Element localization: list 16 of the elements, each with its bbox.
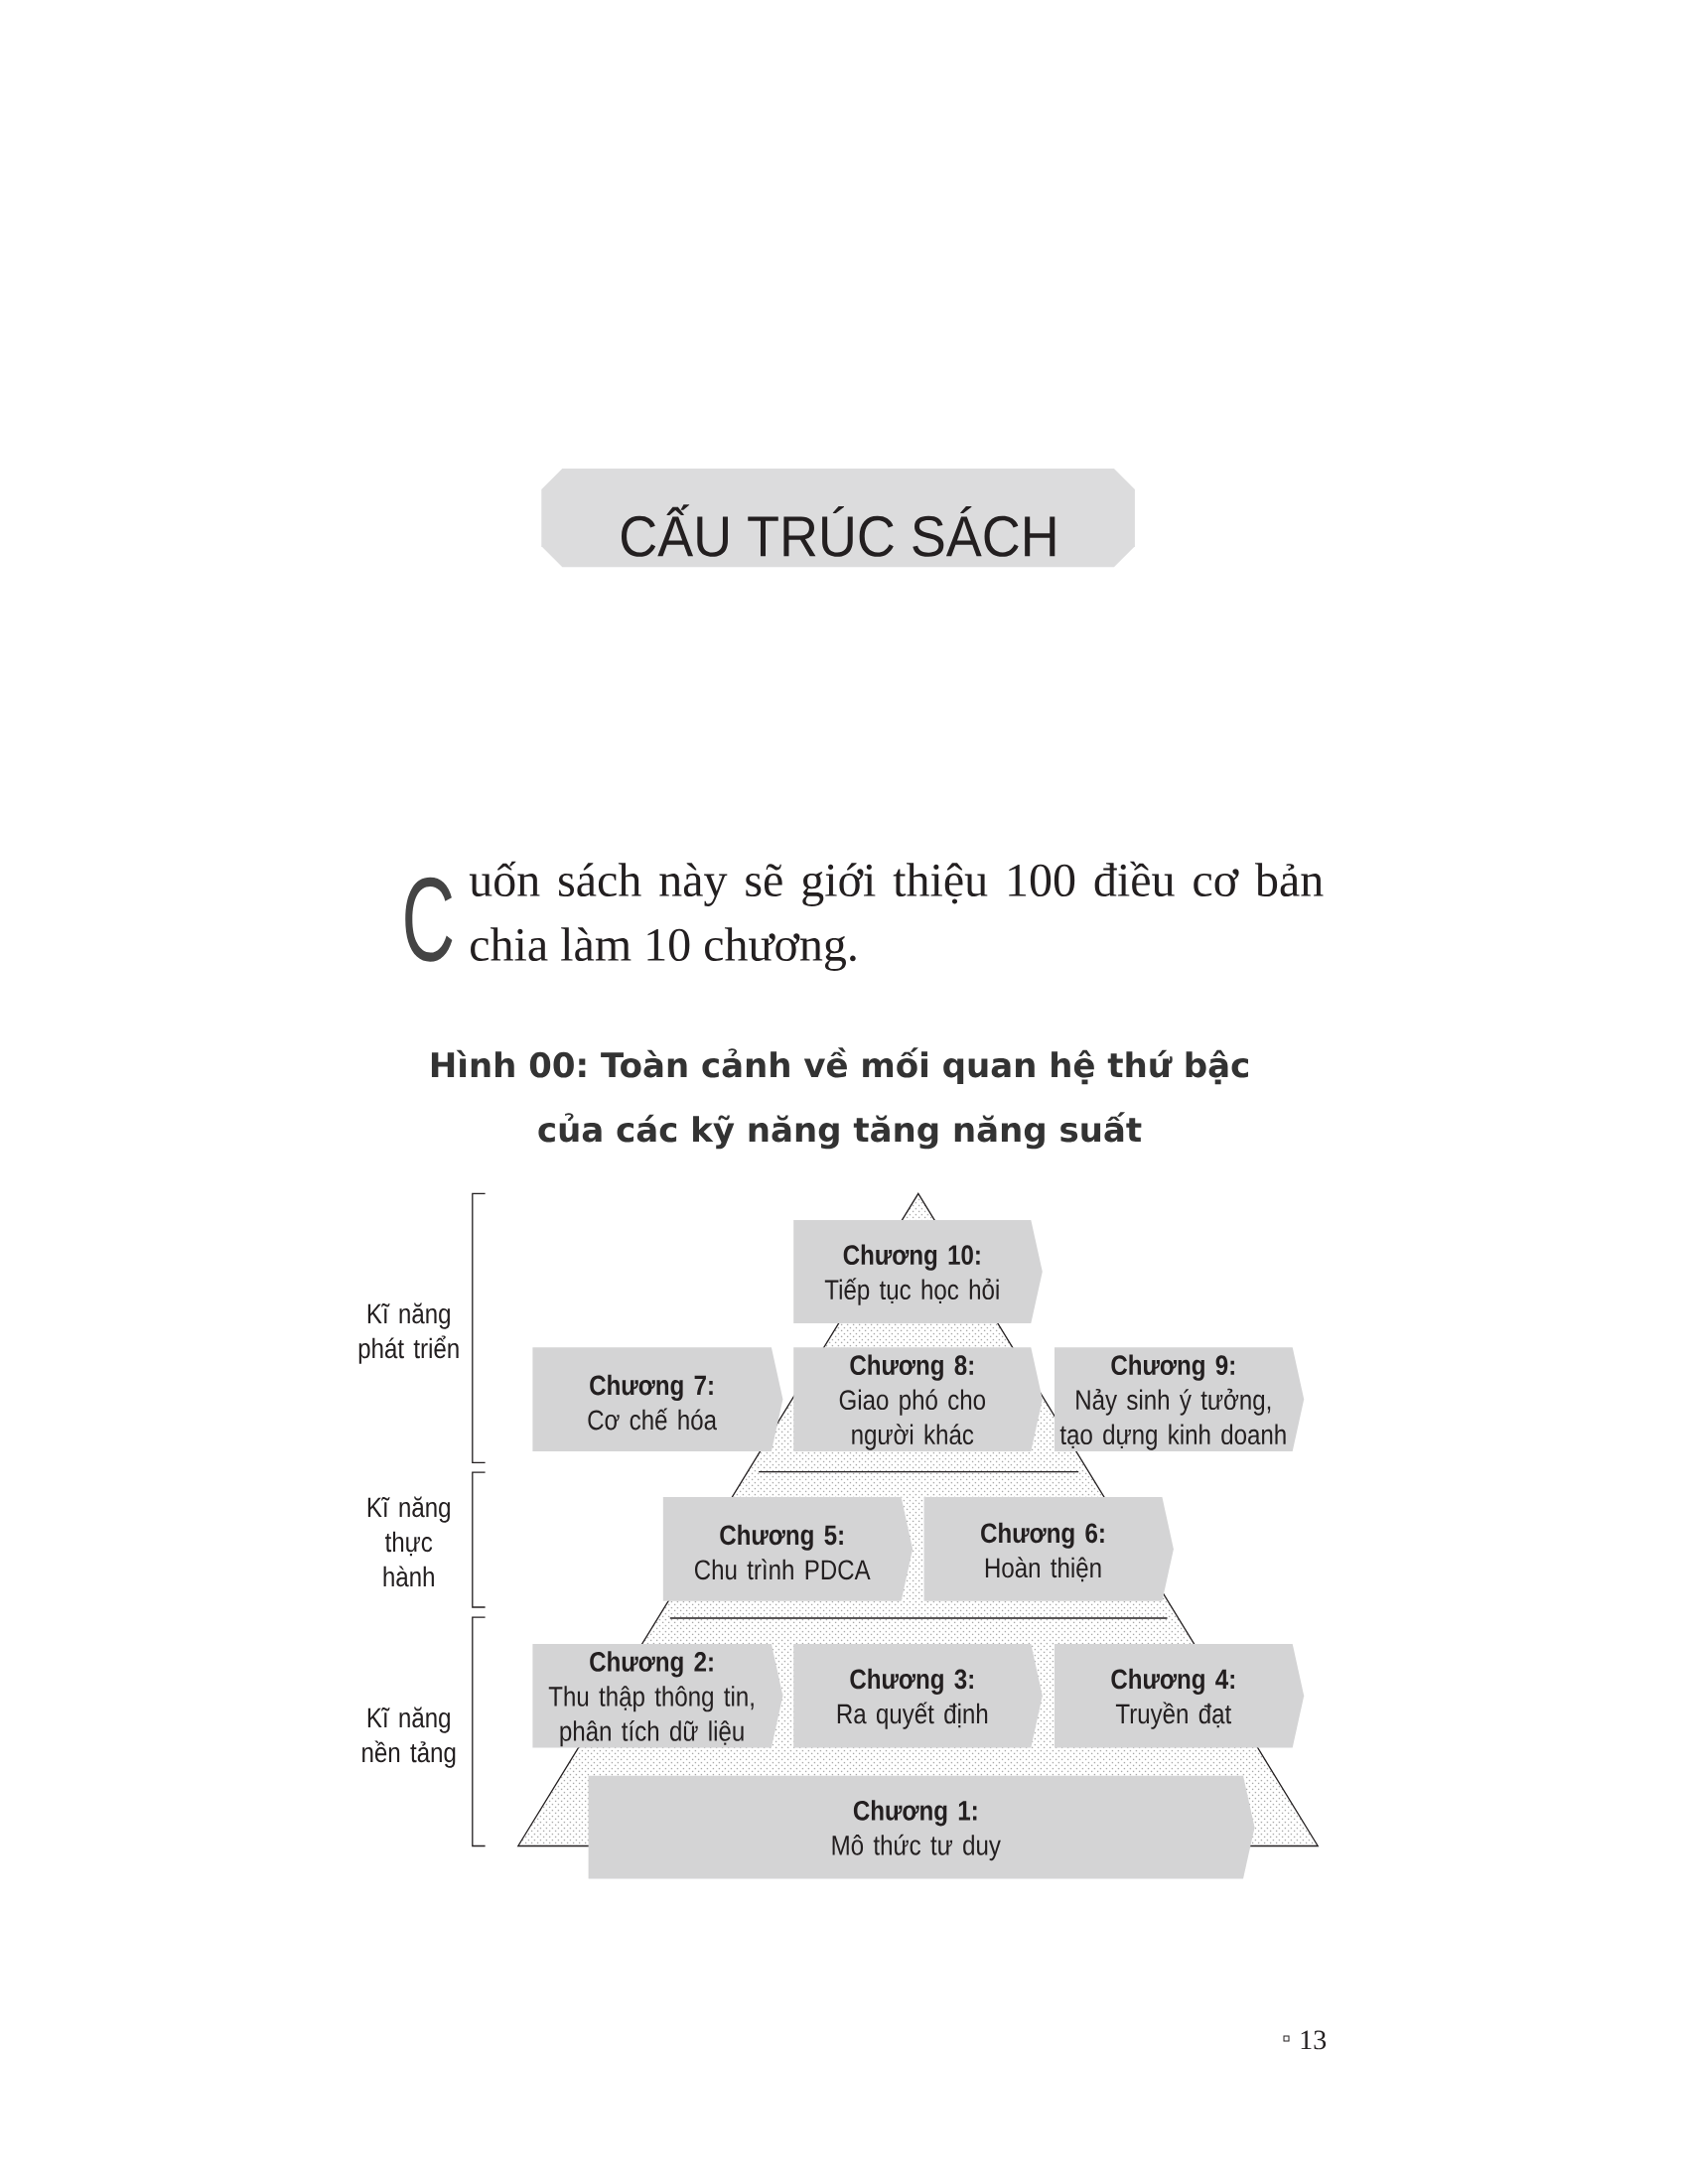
figure-caption: Hình 00: Toàn cảnh về mối quan hệ thứ bậc của các kỹ năng tăng năng suất [431,1047,1248,1150]
chapter-box: Chương 9: Nảy sinh ý tưởng, tạo dựng kinh doanh [1055,1347,1305,1451]
level-label: Kĩ năng thực hành [367,1496,450,1587]
chapter-box: Chương 10: Tiếp tục học hỏi [793,1220,1043,1324]
level-label: Kĩ năng phát triển [358,1302,459,1364]
chapter-box: Chương 3: Ra quyết định [793,1644,1043,1748]
chapter-box: Chương 7: Cơ chế hóa [532,1347,783,1451]
chapter-box: Chương 5: Chu trình PDCA [662,1497,914,1601]
title-banner: CẤU TRÚC SÁCH [541,468,1135,568]
chapter-box: Chương 1: Mô thức tư duy [588,1775,1255,1879]
page-number: 13 [1301,2030,1327,2050]
chapter-box: Chương 2: Thu thập thông tin, phân tích dữ liệu [532,1644,783,1748]
chapter-box: Chương 6: Hoàn thiện [923,1497,1174,1601]
level-label: Kĩ năng nền tảng [362,1706,456,1768]
chapter-box: Chương 4: Truyền đạt [1055,1644,1305,1748]
chapter-box: Chương 8: Giao phó cho người khác [793,1347,1043,1451]
